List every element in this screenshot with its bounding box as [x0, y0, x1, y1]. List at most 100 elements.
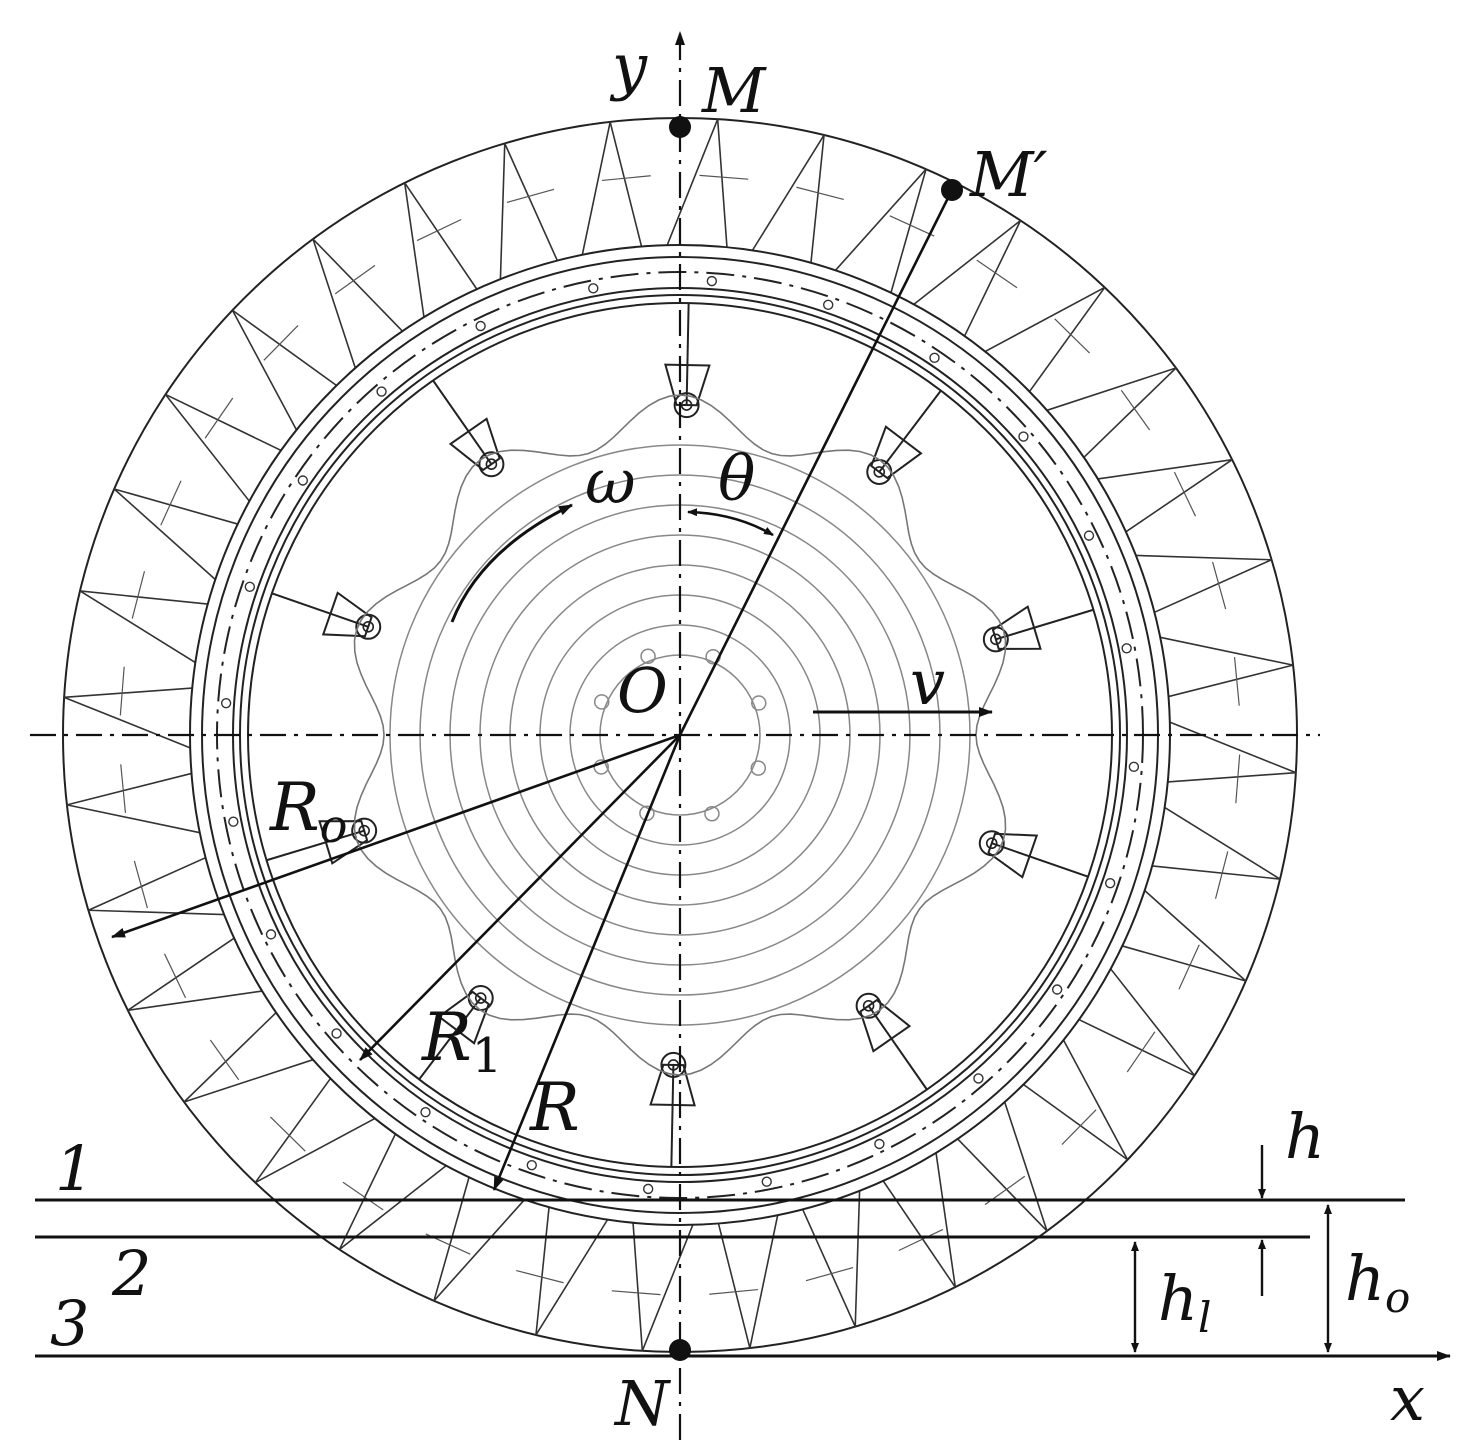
- bolt-hole: [331, 1028, 342, 1039]
- spoke-pin-inner: [485, 458, 498, 470]
- center-label: O: [617, 654, 668, 727]
- velocity-label: v: [910, 646, 945, 719]
- spoke-shaft: [266, 829, 365, 862]
- bolt-hole: [244, 581, 256, 592]
- tread-lug-edge: [1125, 459, 1233, 533]
- hub-center-hole: [640, 648, 656, 664]
- spoke: [432, 379, 505, 478]
- radius-r1-arrow: [359, 734, 681, 1061]
- tread-lug-edge: [504, 143, 559, 261]
- tread-lug-crossbar: [131, 571, 146, 619]
- tread-lug-edge: [404, 182, 478, 290]
- tread-lug-edge: [312, 238, 357, 369]
- tread-lug-crossbar: [1061, 1109, 1097, 1145]
- tread-lug-crossbar: [805, 1267, 854, 1282]
- tread-lug-edge: [1003, 1101, 1048, 1232]
- spoke-pin-outer: [478, 451, 505, 478]
- spoke-bracket: [448, 417, 501, 472]
- spoke-pin-inner: [680, 399, 693, 411]
- radius-ro-label: Ro: [269, 769, 347, 853]
- spoke-pin-inner: [358, 824, 370, 837]
- bolt-hole: [874, 1138, 885, 1150]
- spoke: [271, 591, 382, 640]
- tread-lug-edge: [751, 134, 825, 251]
- spoke-bracket: [859, 998, 912, 1053]
- bolt-hole: [706, 275, 718, 287]
- h-label: h: [1285, 1100, 1325, 1173]
- tread-lug-edge: [338, 1133, 397, 1250]
- bolt-hole: [297, 475, 309, 486]
- y-axis-label: y: [609, 30, 648, 103]
- hl-label: hl: [1158, 1262, 1211, 1342]
- tread-lug-edge: [88, 909, 225, 916]
- hub-center-holes: [593, 648, 767, 822]
- spoke: [982, 605, 1094, 653]
- hub-center-hole: [750, 760, 767, 776]
- tread-lug-crossbar: [602, 175, 651, 182]
- tread-lug-edge: [834, 168, 927, 271]
- hub-center-hole: [751, 695, 767, 711]
- tread-lug-edge: [79, 590, 208, 605]
- point-m-label: M: [701, 54, 767, 127]
- tread-lug-edge: [984, 286, 1106, 353]
- spoke-shaft: [670, 1064, 675, 1167]
- spoke-bracket: [991, 605, 1042, 650]
- tread-lug-edge: [433, 1199, 526, 1302]
- tread-lug-edge: [66, 772, 192, 806]
- tread-lug-edge: [127, 937, 235, 1011]
- tread-lug-edge: [1152, 865, 1281, 880]
- tread-lug-edge: [535, 1207, 550, 1336]
- layer-3-label: 3: [50, 1287, 89, 1360]
- bolt-hole: [265, 929, 277, 940]
- tread-lug-edge: [88, 856, 206, 911]
- ho-label: ho: [1345, 1242, 1410, 1322]
- tread-lug-crossbar: [1212, 561, 1227, 610]
- tread-lug-edge: [1028, 286, 1106, 393]
- radius-m-prime-line: [678, 189, 954, 736]
- spoke-bracket: [318, 820, 369, 865]
- tread-lug-crossbar: [611, 1290, 661, 1296]
- tread-lug-edge: [231, 309, 298, 431]
- tread-lug-edge: [1168, 664, 1294, 698]
- tread-lug-crossbar: [976, 259, 1018, 289]
- tread-lug-edge: [254, 1077, 332, 1184]
- bolt-hole: [1051, 984, 1063, 995]
- spoke: [266, 817, 378, 865]
- bolt-hole: [475, 320, 486, 332]
- tread-lug-crossbar: [263, 325, 299, 361]
- point-n-dot: [669, 1339, 691, 1361]
- spoke-shaft: [991, 842, 1089, 878]
- theta-arc: [687, 508, 774, 537]
- spoke-pin-outer: [673, 392, 700, 419]
- hub-center-hole: [639, 805, 655, 822]
- tread-lug-edge: [312, 238, 404, 332]
- tread-lug-crossbar: [416, 218, 462, 242]
- tread-lug-edge: [499, 143, 506, 280]
- tread-lug-edge: [1169, 721, 1297, 774]
- tread-lug-crossbar: [516, 1269, 564, 1284]
- spoke-pin-inner: [667, 1059, 680, 1071]
- tread-lug-edge: [810, 134, 825, 263]
- bolt-hole: [1083, 530, 1095, 541]
- spoke-pin-inner: [862, 1000, 875, 1012]
- theta-label: θ: [718, 442, 755, 515]
- tread-lug-crossbar: [342, 1181, 384, 1211]
- spoke-pin-inner: [990, 633, 1002, 646]
- bolt-hole: [228, 816, 239, 827]
- bolt-hole: [220, 697, 232, 709]
- spoke-pin-outer: [982, 626, 1009, 653]
- hub-center-hole: [593, 759, 609, 775]
- hub-center-hole: [704, 806, 720, 822]
- spoke-pin-inner: [474, 992, 487, 1004]
- spoke: [978, 830, 1089, 879]
- spoke-pin-outer: [355, 613, 382, 640]
- hub-spokes: [266, 303, 1094, 1167]
- spoke-pin-outer: [978, 830, 1005, 857]
- tread-lug-crossbar: [1214, 851, 1229, 899]
- tread-lug-crossbar: [889, 215, 935, 237]
- tread-lug-crossbar: [204, 397, 234, 439]
- tread-lug-edge: [801, 1209, 856, 1327]
- tread-lug-edge: [1109, 968, 1196, 1077]
- point-m-prime-dot: [941, 179, 963, 201]
- tread-lug-edge: [666, 118, 719, 246]
